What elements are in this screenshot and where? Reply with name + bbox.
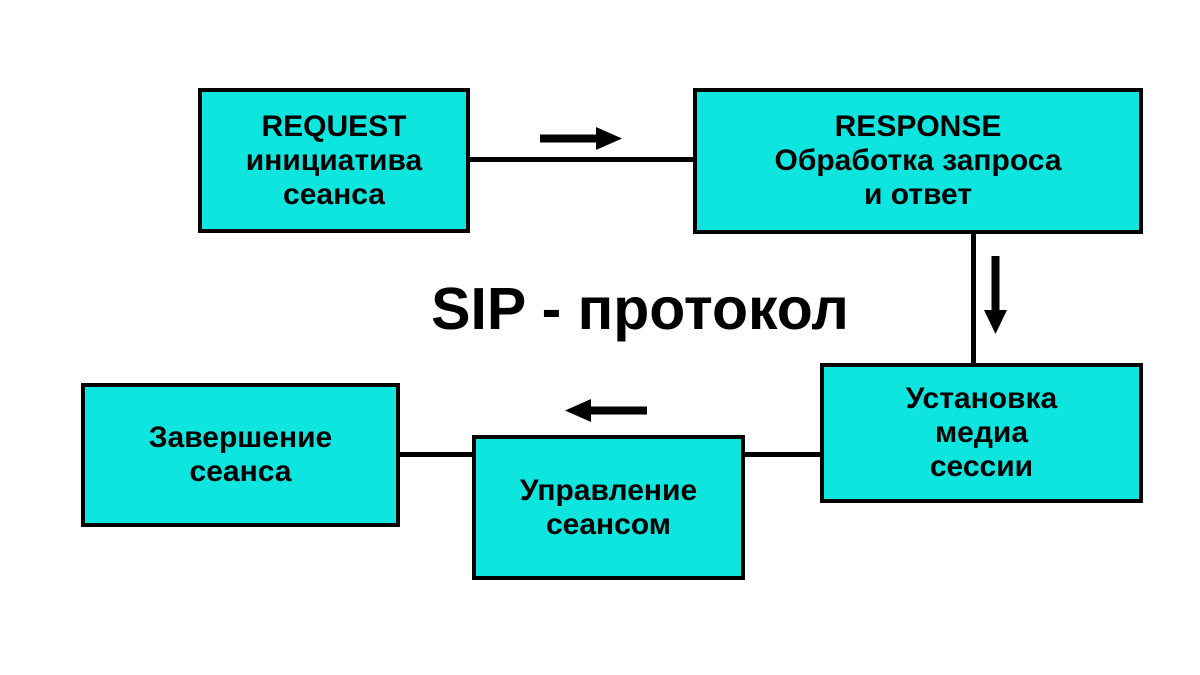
setup-box-line-2: медиа xyxy=(934,416,1029,449)
connector-request-response xyxy=(470,157,693,162)
termination-box-line-2: сеанса xyxy=(189,455,292,488)
diagram-title: SIP - протокол xyxy=(431,276,849,342)
termination-box-line-1: Завершение xyxy=(148,421,333,454)
response-box: RESPONSE Обработка запроса и ответ xyxy=(693,88,1143,234)
request-box: REQUEST инициатива сеанса xyxy=(198,88,470,233)
connector-termination-management xyxy=(400,452,474,457)
setup-box-line-1: Установка xyxy=(905,382,1058,415)
response-box-line-1: RESPONSE xyxy=(834,110,1002,143)
management-box-line-1: Управление xyxy=(519,473,698,507)
response-box-line-2: Обработка запроса xyxy=(774,144,1062,177)
request-box-line-2: инициатива xyxy=(245,143,423,177)
media-session-setup-box: Установка медиа сессии xyxy=(820,363,1143,503)
session-termination-box: Завершение сеанса xyxy=(81,383,400,527)
left-arrow-icon xyxy=(565,398,647,423)
connector-response-setup xyxy=(971,233,976,364)
request-box-line-1: REQUEST xyxy=(261,109,407,143)
request-box-line-3: сеанса xyxy=(283,177,385,211)
connector-management-setup xyxy=(743,452,822,457)
response-box-line-3: и ответ xyxy=(863,178,973,211)
setup-box-line-3: сессии xyxy=(929,450,1034,483)
management-box-line-2: сеансом xyxy=(546,507,671,541)
session-management-box: Управление сеансом xyxy=(472,435,745,580)
right-arrow-icon xyxy=(540,126,622,151)
down-arrow-icon xyxy=(983,256,1008,334)
